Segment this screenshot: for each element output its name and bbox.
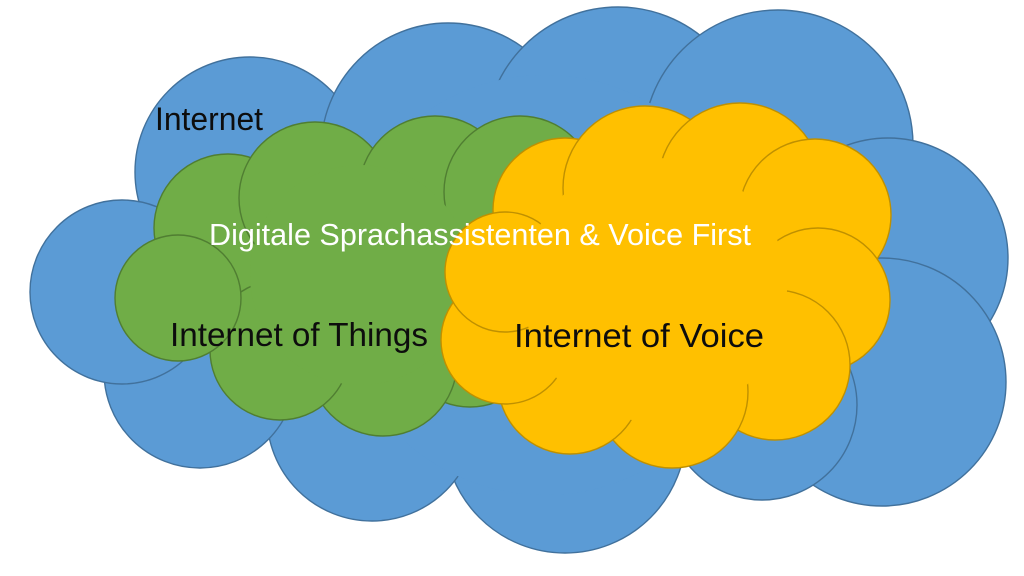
iov-label: Internet of Voice	[514, 317, 764, 354]
iot-cloud-filler	[250, 165, 470, 385]
iov-cloud-filler	[523, 158, 787, 422]
overlap-label: Digitale Sprachassistenten & Voice First	[209, 217, 751, 252]
internet-label: Internet	[155, 101, 263, 137]
iot-label: Internet of Things	[170, 316, 428, 353]
iov-cloud	[440, 102, 892, 469]
